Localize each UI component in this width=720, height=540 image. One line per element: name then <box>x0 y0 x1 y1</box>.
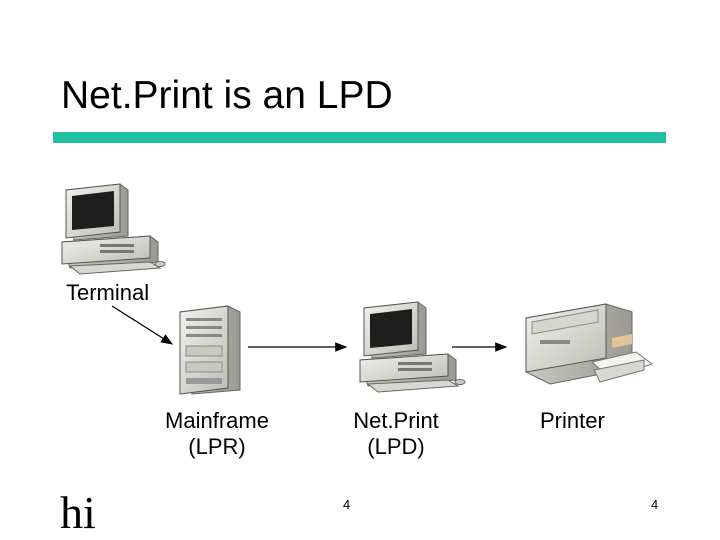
printer-label: Printer <box>540 408 605 433</box>
netprint-role: (LPD) <box>367 434 425 459</box>
terminal-label: Terminal <box>66 280 150 305</box>
netprint-name: Net.Print <box>353 408 439 433</box>
page-number-right: 4 <box>651 497 659 512</box>
mainframe-label: Mainframe (LPR) <box>150 408 284 460</box>
terminal-to-mainframe-arrow <box>111 305 174 345</box>
printer-icon <box>525 303 654 385</box>
netprint-label: Net.Print (LPD) <box>328 408 464 460</box>
title-divider <box>53 132 666 143</box>
mainframe-name: Mainframe <box>165 408 269 433</box>
mainframe-server-icon <box>179 305 241 395</box>
slide-title: Net.Print is an LPD <box>61 74 393 117</box>
page-number-center: 4 <box>343 497 351 512</box>
footer-logo: hi <box>60 487 96 538</box>
netprint-computer-icon <box>359 301 466 393</box>
terminal-computer-icon <box>61 183 166 275</box>
mainframe-role: (LPR) <box>188 434 246 459</box>
